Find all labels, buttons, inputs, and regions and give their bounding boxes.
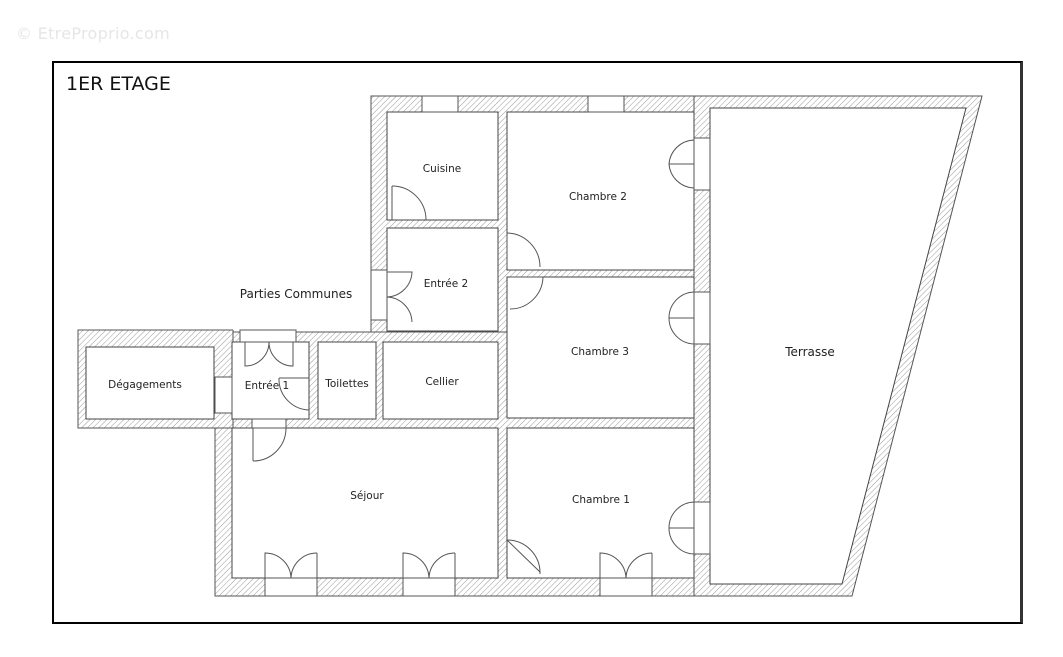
room-toilettes [317,341,377,420]
watermark: © EtreProprio.com [16,24,170,43]
label-entree2: Entrée 2 [424,278,468,290]
label-entree1: Entrée 1 [245,380,289,392]
room-entree2 [386,227,499,332]
room-sejour [231,427,499,579]
label-parties-communes: Parties Communes [240,287,352,301]
label-chambre3: Chambre 3 [571,346,629,358]
label-cellier: Cellier [425,376,459,388]
room-chambre3 [506,276,695,419]
label-sejour: Séjour [350,490,384,502]
label-degagements: Dégagements [108,379,182,391]
room-degagements [85,346,215,420]
label-cuisine: Cuisine [423,163,461,175]
label-chambre1: Chambre 1 [572,494,630,506]
room-chambre2 [506,111,695,271]
door-swings [244,139,695,579]
label-terrasse: Terrasse [784,345,835,359]
room-cellier [382,341,499,420]
label-chambre2: Chambre 2 [569,191,627,203]
room-interiors [85,107,967,585]
room-terrasse [709,107,967,585]
windows [214,95,711,597]
plan-frame [52,61,1023,624]
room-cuisine [386,111,499,221]
label-toilettes: Toilettes [324,378,369,390]
floor-title: 1ER ETAGE [66,73,171,95]
